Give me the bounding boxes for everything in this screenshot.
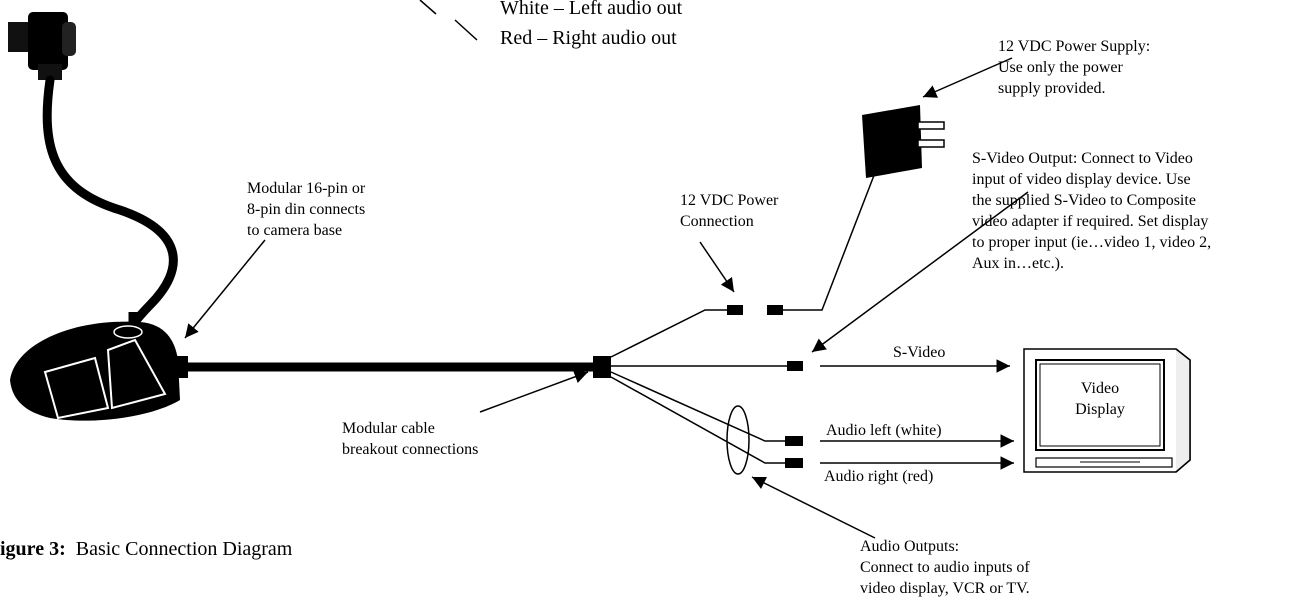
label-power-supply: 12 VDC Power Supply: Use only the power …	[998, 36, 1150, 99]
label-power-connection: 12 VDC Power Connection	[680, 190, 778, 232]
label-line: Use only the power	[998, 59, 1123, 76]
callout-pointers	[184, 0, 1029, 539]
label-line: Modular cable	[342, 420, 435, 437]
label-line: Display	[1075, 401, 1125, 418]
camera-base	[10, 321, 180, 421]
caption-label: igure 3:	[0, 538, 66, 560]
label-white-audio-out: White – Left audio out	[500, 0, 683, 19]
label-line: video adapter if required. Set display	[972, 213, 1209, 230]
power-supply-unit	[862, 105, 945, 178]
label-line: breakout connections	[342, 441, 479, 458]
label-line: Modular 16-pin or	[247, 180, 366, 197]
audio-left-connector	[785, 436, 803, 446]
label-video-display: Video Display	[1040, 378, 1160, 420]
label-red-audio-out: Red – Right audio out	[500, 27, 677, 49]
caption-text: Basic Connection Diagram	[75, 538, 293, 560]
label-modular-din: Modular 16-pin or 8-pin din connects to …	[247, 178, 365, 241]
label-line: to proper input (ie…video 1, video 2,	[972, 234, 1212, 251]
audio-right-connector	[785, 458, 803, 468]
label-svideo-line: S-Video	[893, 344, 946, 361]
audio-wires-ellipse	[726, 405, 750, 475]
label-line: Connection	[680, 213, 754, 230]
power-wire	[783, 164, 879, 311]
label-line: Audio Outputs:	[860, 538, 960, 555]
label-line: 12 VDC Power Supply:	[998, 38, 1151, 55]
gooseneck	[42, 75, 178, 343]
label-line: 12 VDC Power	[680, 192, 779, 209]
label-line: Connect to audio inputs of	[860, 559, 1030, 576]
label-line: Video	[1080, 380, 1120, 397]
label-audio-right: Audio right (red)	[824, 468, 934, 485]
label-line: to camera base	[247, 222, 343, 239]
power-plug-a	[727, 305, 743, 315]
figure-caption: igure 3: Basic Connection Diagram	[0, 538, 292, 561]
label-audio-left: Audio left (white)	[826, 422, 942, 439]
label-line: video display, VCR or TV.	[860, 580, 1030, 597]
label-svideo-output: S-Video Output: Connect to Video input o…	[972, 148, 1211, 274]
din-connector	[172, 356, 188, 378]
label-line: the supplied S-Video to Composite	[972, 192, 1196, 209]
label-line: input of video display device. Use	[972, 171, 1191, 188]
label-line: 8-pin din connects	[247, 201, 366, 218]
video-display-tv	[1023, 348, 1191, 473]
power-plug-b	[767, 305, 783, 315]
svideo-connector	[787, 361, 803, 371]
label-breakout: Modular cable breakout connections	[342, 418, 478, 460]
label-line: Aux in…etc.).	[972, 255, 1064, 272]
breakout-box	[593, 356, 611, 378]
label-line: supply provided.	[998, 80, 1106, 97]
breakout-wires	[610, 309, 787, 464]
camera-head	[8, 12, 76, 80]
label-audio-outputs: Audio Outputs: Connect to audio inputs o…	[860, 536, 1030, 599]
label-line: S-Video Output: Connect to Video	[972, 150, 1193, 167]
